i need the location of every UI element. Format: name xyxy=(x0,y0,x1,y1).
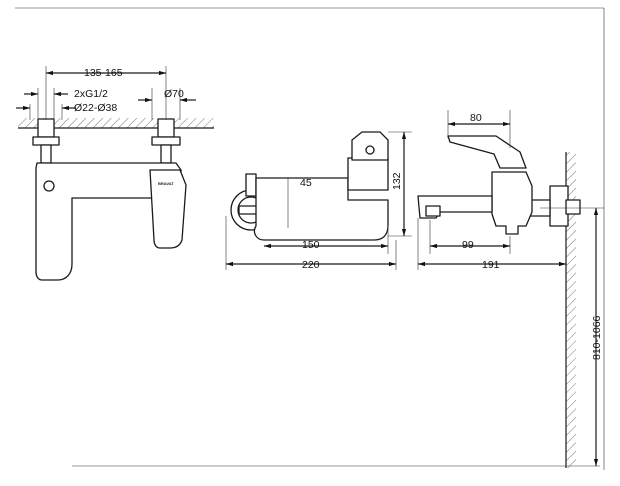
dim-label-99: 99 xyxy=(462,239,474,251)
brand-logo: BRAVAT xyxy=(158,181,174,186)
wall-hatch-side xyxy=(566,152,576,468)
dim-label-45: 45 xyxy=(300,177,312,189)
lever-front xyxy=(149,169,187,249)
dim-label-220: 220 xyxy=(302,259,320,271)
inlet-pipe-stub xyxy=(245,173,257,197)
aerator xyxy=(425,205,441,217)
left-eccentric xyxy=(40,144,52,164)
front-view: BRAVAT 135-165 2xG1/2 Ø22-Ø38 Ø70 xyxy=(16,66,214,281)
dim-label-80: 80 xyxy=(470,112,482,124)
dim-label-pipe-range: Ø22-Ø38 xyxy=(74,102,117,114)
dim-label-inlet-spacing: 135-165 xyxy=(84,67,123,79)
wall-flange-side xyxy=(549,185,569,227)
lever-pin xyxy=(365,145,375,155)
dim-label-install-height: 810-1066 xyxy=(591,315,603,360)
top-view: 45 132 150 220 xyxy=(225,131,412,271)
side-view: 80 99 191 810-1066 xyxy=(72,110,604,468)
pipe-in-wall xyxy=(565,199,581,215)
dim-label-flange-diameter: Ø70 xyxy=(164,88,184,100)
lever-side xyxy=(447,135,527,169)
left-connector xyxy=(37,118,55,138)
left-flange xyxy=(32,136,60,146)
wall-hatch-top xyxy=(18,118,214,128)
cartridge-housing xyxy=(347,157,389,191)
dim-label-132: 132 xyxy=(391,172,403,190)
dim-label-191: 191 xyxy=(482,259,500,271)
right-eccentric xyxy=(160,144,172,164)
right-flange xyxy=(151,136,181,146)
dim-label-150: 150 xyxy=(302,239,320,251)
outlet-hole xyxy=(43,180,55,192)
mixer-body-side xyxy=(491,171,533,235)
right-connector xyxy=(157,118,175,138)
dim-label-thread: 2xG1/2 xyxy=(74,88,108,100)
